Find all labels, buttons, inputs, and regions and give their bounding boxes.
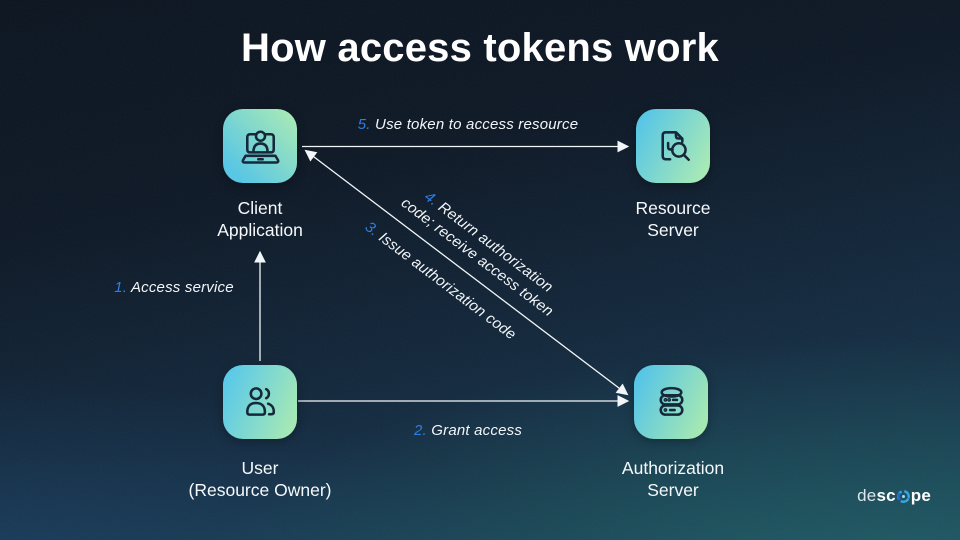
users-icon: [245, 386, 275, 416]
resource-server-label: Resource Server: [635, 198, 711, 240]
user-label: User (Resource Owner): [188, 458, 332, 500]
server-icon: [658, 386, 684, 416]
laptop-user-icon: [241, 129, 279, 164]
authorization-server-node: [634, 365, 708, 439]
user-node: [223, 365, 297, 439]
arrow-step3-step4-line: [304, 149, 629, 396]
descope-o-icon: [896, 490, 910, 503]
step5-label: 5. Use token to access resource: [357, 116, 579, 133]
step2-label: 2. Grant access: [413, 422, 523, 439]
resource-server-node: [636, 109, 710, 183]
step2-number: 2.: [413, 422, 427, 439]
step1-label: 1. Access service: [114, 279, 234, 296]
client-application-node: [223, 109, 297, 183]
step5-number: 5.: [357, 116, 371, 133]
step1-number: 1.: [114, 279, 128, 296]
client-application-label: Client Application: [217, 198, 303, 240]
authorization-server-label: Authorization Server: [621, 458, 725, 500]
page-title: How access tokens work: [241, 26, 719, 70]
document-search-icon: [660, 130, 690, 161]
